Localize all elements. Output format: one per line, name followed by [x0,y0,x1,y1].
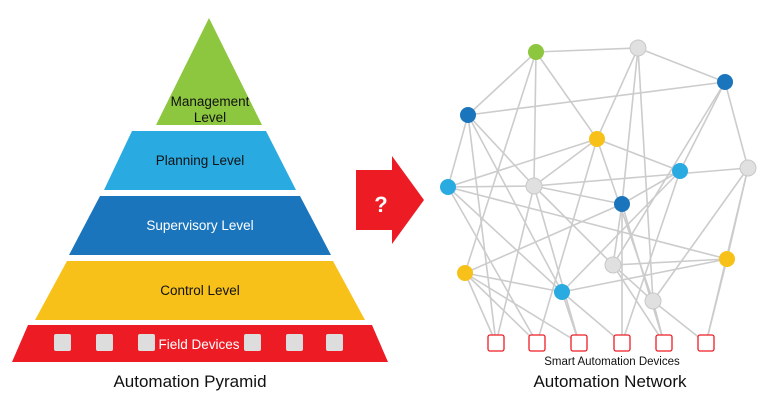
network-edge [621,203,665,344]
smart-device-box [570,334,588,352]
pyramid-level-2 [104,131,296,190]
field-device-box [54,334,71,351]
network-edge [447,186,728,260]
network-node-dark-blue [460,107,476,123]
network-edge [447,186,538,344]
network-edge [621,170,681,205]
field-device-box [96,334,113,351]
network-edge [596,47,639,140]
pyramid-level-label: Control Level [160,283,240,298]
pyramid-level-label: Level [194,110,226,125]
transition-arrow: ? [356,156,424,244]
network-edge [495,185,535,344]
network-edge [464,272,497,344]
network-edge [464,272,538,344]
network-node-gray [644,292,662,310]
network-edge [679,81,726,172]
smart-devices: Smart Automation Devices [487,334,715,368]
network-edge [447,138,598,188]
network-edge [612,81,726,266]
network-edge [447,185,535,188]
pyramid-level-1 [156,18,262,125]
network-node-yellow [589,131,605,147]
network-edge [612,203,623,266]
network-edge [536,138,598,344]
network-edge [612,264,665,344]
network-nodes [440,39,757,310]
network-node-green [528,44,544,60]
network-edge [464,272,563,293]
network-edge [533,185,580,344]
network-edge [621,47,639,205]
smart-device-box [487,334,505,352]
network-edges [447,47,749,344]
network-edge [535,47,639,53]
network-edge [533,167,749,187]
network-edge [561,291,623,344]
automation-network: Smart Automation Devices [440,39,757,368]
network-edge [561,170,681,293]
network-node-dark-blue [717,74,733,90]
network-node-yellow [457,265,473,281]
pyramid-level-label: Planning Level [156,153,245,168]
smart-device-box [528,334,546,352]
network-edge [467,114,497,344]
question-mark: ? [374,192,387,217]
pyramid-caption: Automation Pyramid [113,372,267,391]
network-edge [467,51,537,116]
network-edge [724,81,749,169]
red-question-arrow-icon [356,156,424,244]
network-node-gray [604,256,622,274]
network-edge [533,185,623,205]
network-edge [612,264,654,302]
network-edge [533,138,598,187]
field-device-box [326,334,343,351]
pyramid-level-4 [35,261,365,320]
smart-devices-label: Smart Automation Devices [544,356,680,368]
network-caption: Automation Network [533,372,687,391]
network-edge [447,186,563,293]
network-node-yellow [719,251,735,267]
network-edge [612,258,728,266]
pyramid-level-label: Supervisory Level [146,218,253,233]
network-edge [464,203,623,274]
network-edge [464,272,580,344]
network-edge [447,114,469,188]
network-edge [637,47,726,83]
field-device-box [286,334,303,351]
smart-device-box [655,334,673,352]
network-edge [533,51,537,187]
network-node-gray [525,177,543,195]
network-edge [535,51,598,140]
network-node-gray [739,159,757,177]
network-edge [652,167,749,302]
smart-device-box [613,334,631,352]
smart-device-box [697,334,715,352]
network-edge [596,138,681,172]
network-edge [652,300,707,344]
network-node-gray [629,39,647,57]
network-node-light-blue [440,179,456,195]
network-edge [621,170,681,344]
network-edge [467,81,726,116]
network-node-light-blue [554,284,570,300]
network-node-dark-blue [614,196,630,212]
network-node-light-blue [672,163,688,179]
network-edge [467,114,535,187]
field-device-box [244,334,261,351]
pyramid-level-label: Management [171,94,250,109]
pyramid-level-label: Field Devices [158,337,239,352]
field-device-box [138,334,155,351]
pyramid-level-3 [69,196,331,255]
